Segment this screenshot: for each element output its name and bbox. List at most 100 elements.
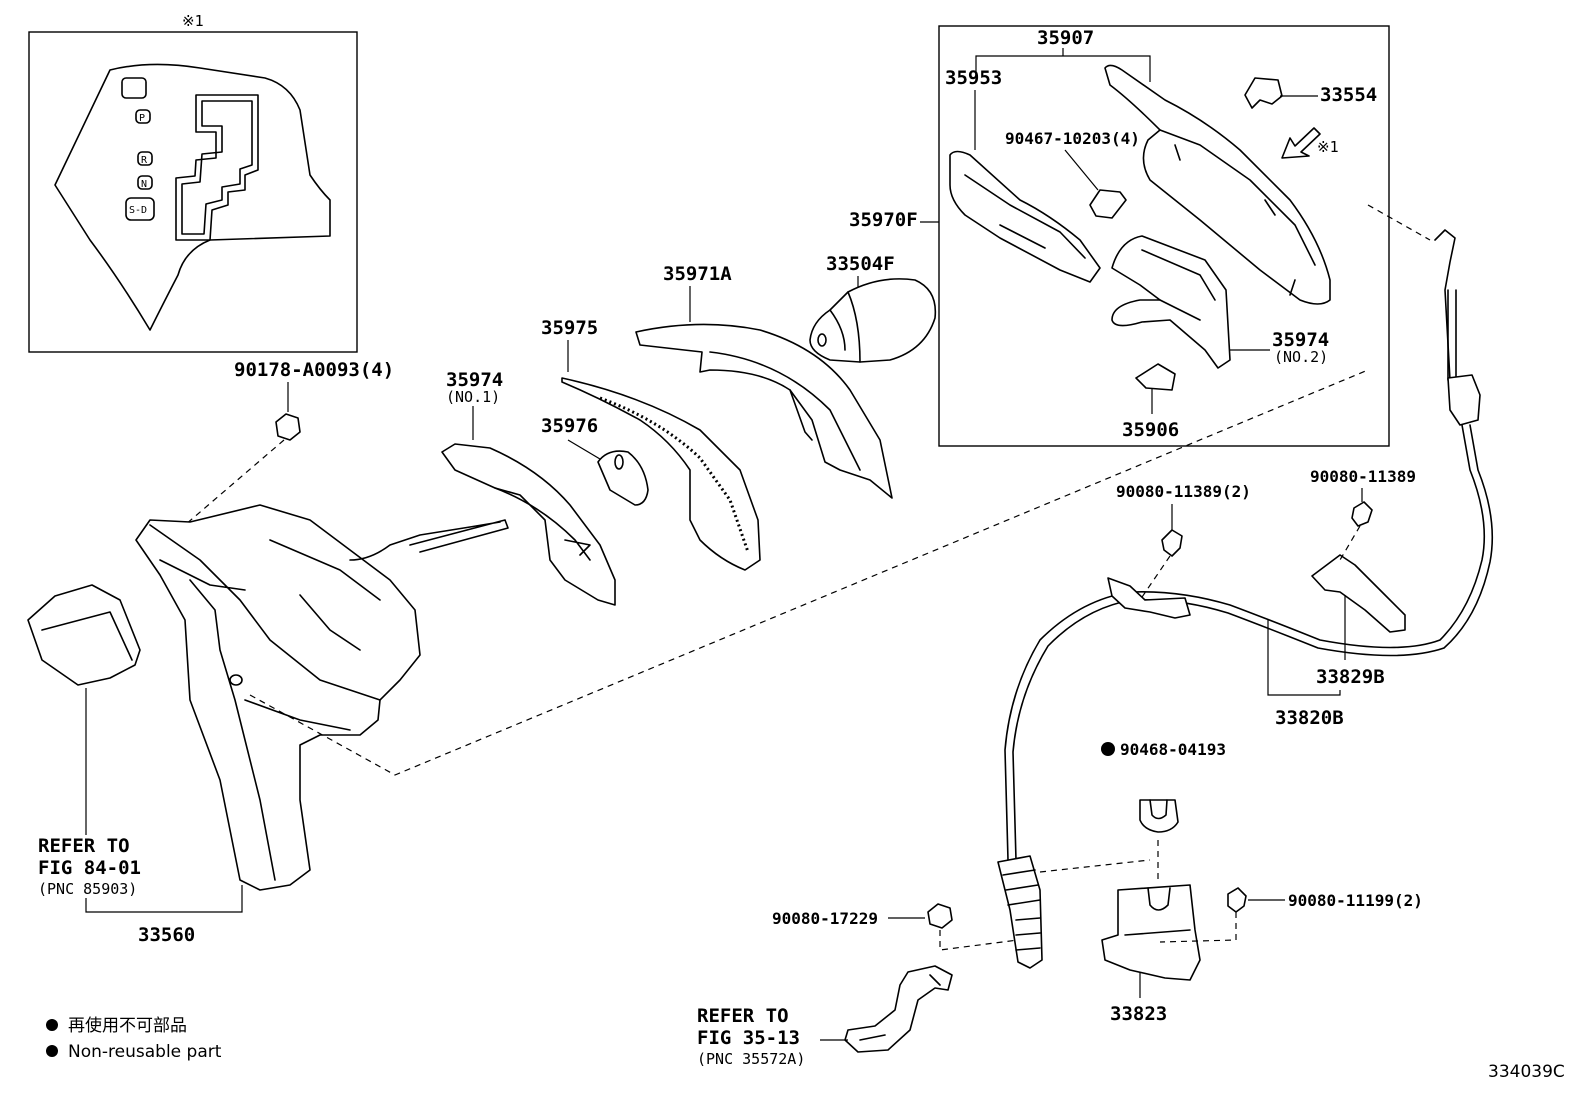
part-33504F-knob: [809, 278, 937, 363]
legend-jp: 再使用不可部品: [68, 1015, 187, 1036]
label-33820B: 33820B: [1275, 707, 1344, 729]
part-35572A-lever: [844, 965, 953, 1053]
part-33554: [1244, 77, 1283, 109]
part-35907-detail: [1159, 129, 1316, 296]
shift-lever-rod: [349, 519, 509, 561]
label-33829B: 33829B: [1316, 666, 1385, 688]
part-35907-cover: [1104, 64, 1331, 305]
part-33504F-detail: [817, 291, 861, 363]
part-35975-teeth: [599, 396, 750, 553]
part-35975: [561, 377, 761, 571]
bracket-33560: [85, 885, 243, 913]
part-90467: [1089, 189, 1127, 219]
cable-end-bottom: [997, 855, 1043, 969]
inset-detail: ※1 P R N S-D: [28, 12, 358, 353]
inset-frame: [28, 31, 358, 353]
part-35974-no1: [441, 443, 616, 606]
inset-marker: ※1: [182, 12, 204, 30]
gate-r-frame: [137, 151, 153, 166]
legend-dot-2: [46, 1045, 58, 1057]
base-body: [135, 504, 421, 891]
label-35970F: 35970F: [849, 209, 918, 231]
gate-sd: S-D: [129, 205, 147, 216]
bracket-35907: [975, 48, 1151, 82]
part-33823-detail: [1124, 887, 1191, 936]
legend-en: Non-reusable part: [68, 1042, 222, 1062]
legend-dot-1: [46, 1019, 58, 1031]
label-90080-11389-2: 90080-11389(2): [1116, 482, 1251, 501]
shift-gate-inner: [181, 100, 253, 235]
part-90468-clip: [1139, 799, 1179, 833]
view-arrow-icon: [1281, 127, 1321, 159]
part-35953: [949, 150, 1101, 283]
part-35572A-detail: [859, 974, 941, 1041]
label-ref-marker: ※1: [1317, 138, 1339, 156]
part-90080-11389-2: [1161, 529, 1183, 557]
cable-clamp: [1107, 577, 1191, 619]
part-85903-pad: [27, 584, 141, 686]
refer1-line1: REFER TO: [38, 835, 130, 857]
cable-end-threads: [1002, 869, 1041, 951]
label-33554: 33554: [1320, 84, 1377, 106]
part-90178-nut: [275, 413, 301, 441]
part-90080-11389: [1351, 501, 1373, 527]
part-35976: [597, 450, 649, 506]
part-33820B-cable: [997, 229, 1494, 969]
label-90178: 90178-A0093(4): [234, 359, 394, 381]
lead-90467: [1064, 149, 1099, 191]
label-33560: 33560: [138, 924, 195, 946]
gate-n-frame: [137, 175, 153, 190]
non-reusable-dot: [1101, 742, 1115, 756]
cable-sheath-top: [1447, 289, 1457, 381]
dash-90080-11389-2: [1139, 555, 1171, 601]
refer2-line2: FIG 35-13: [697, 1027, 800, 1049]
bezel-button: [121, 77, 147, 99]
label-90468: 90468-04193: [1120, 740, 1226, 759]
gate-p-frame: [135, 109, 151, 124]
dash-cable-path: [249, 369, 1369, 776]
refer1-line3: (PNC 85903): [38, 880, 137, 898]
shift-bezel: [54, 63, 331, 331]
label-90467: 90467-10203(4): [1005, 129, 1140, 148]
part-35906: [1135, 363, 1176, 391]
label-35975: 35975: [541, 317, 598, 339]
legend: 再使用不可部品 Non-reusable part: [46, 1015, 222, 1062]
part-33560-base: [135, 504, 509, 891]
label-33504F: 33504F: [826, 253, 895, 275]
dash-cable-top: [1367, 204, 1431, 241]
gate-r: R: [141, 155, 148, 166]
label-90080-17229: 90080-17229: [772, 909, 878, 928]
label-35971A: 35971A: [663, 263, 732, 285]
part-35976-hole: [614, 454, 624, 470]
label-35906: 35906: [1122, 419, 1179, 441]
dash-90468: [1039, 840, 1159, 880]
dash-90080-11389: [1339, 525, 1361, 561]
group-frame: [938, 25, 1390, 447]
label-90080-11389: 90080-11389: [1310, 467, 1416, 486]
part-90080-11199: [1227, 887, 1247, 913]
label-35974-no1: 35974: [446, 369, 503, 391]
figure-id: 334039C: [1488, 1062, 1565, 1082]
gate-sd-frame: [125, 197, 155, 221]
label-35974-no2-sub: (NO.2): [1274, 348, 1328, 366]
part-35974-no2-detail: [1141, 249, 1216, 321]
refer1-line2: FIG 84-01: [38, 857, 141, 879]
cable-end-top: [1434, 229, 1456, 381]
base-detail: [149, 524, 381, 881]
label-35907: 35907: [1037, 27, 1094, 49]
part-33829B: [1311, 554, 1406, 633]
part-35974-no1-detail: [494, 487, 591, 561]
part-35974-no2: [1111, 235, 1231, 369]
part-85903-pad-detail: [41, 611, 133, 661]
cable-outer-2: [1012, 424, 1494, 861]
lead-35976: [567, 439, 606, 463]
bracket-33820B: [1267, 620, 1341, 696]
part-35971A: [635, 323, 893, 499]
label-35976: 35976: [541, 415, 598, 437]
label-35974-no2: 35974: [1272, 329, 1329, 351]
knob-assembly-group: 35907 35953 33554 ※1 90467-10203(4) 3597…: [920, 25, 1390, 447]
shift-gate: [175, 94, 259, 241]
cable-outer: [1004, 424, 1486, 861]
part-90080-17229-nut: [927, 903, 953, 929]
